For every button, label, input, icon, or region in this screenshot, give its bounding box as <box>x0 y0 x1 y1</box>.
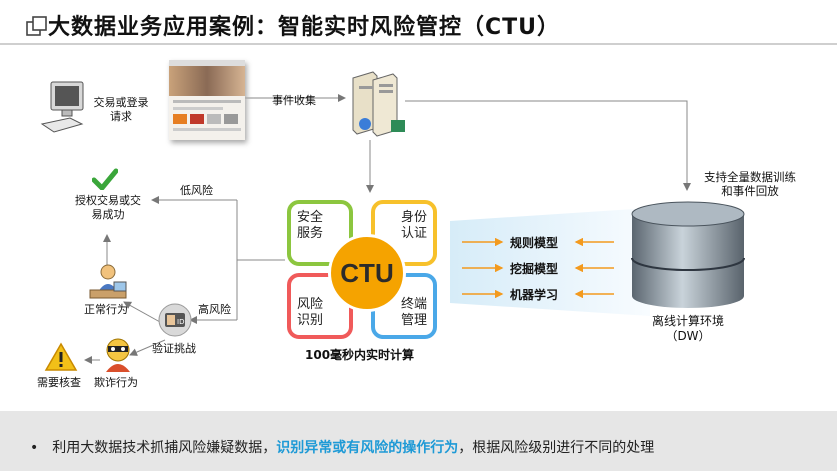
quad-security-label: 安全 服务 <box>297 210 324 241</box>
model-arrows <box>462 237 614 299</box>
login-request-label: 交易或登录 请求 <box>93 96 149 123</box>
footer-text: • 利用大数据技术抓捕风险嫌疑数据，识别异常或有风险的操作行为，根据风险级别进行不… <box>30 437 654 457</box>
ctu-caption: 100毫秒内实时计算 <box>305 348 415 362</box>
bullet-dot: • <box>30 440 39 456</box>
model-ml: 机器学习 <box>510 288 559 302</box>
footer-highlight: 识别异常或有风险的操作行为 <box>276 440 459 456</box>
quad-terminal-label: 终端 管理 <box>400 297 427 328</box>
authorize-label: 授权交易或交 易成功 <box>75 194 141 221</box>
verify-label: 验证挑战 <box>152 342 196 355</box>
normal-behavior-label: 正常行为 <box>84 303 128 316</box>
footer-bar <box>0 411 837 471</box>
id-card-icon: ID <box>158 302 192 338</box>
warning-icon <box>44 342 78 372</box>
svg-text:ID: ID <box>177 318 184 326</box>
quad-identity-label: 身份 认证 <box>400 210 427 241</box>
low-risk-label: 低风险 <box>180 184 213 197</box>
website-thumbnail <box>169 60 245 140</box>
light-beam <box>450 208 650 316</box>
footer-text-after: ，根据风险级别进行不同的处理 <box>458 440 655 456</box>
user-at-desk-icon <box>86 262 130 302</box>
footer-text-before: 利用大数据技术抓捕风险嫌疑数据， <box>52 440 277 456</box>
offline-label: 离线计算环境 （DW） <box>651 314 724 343</box>
event-collect-label: 事件收集 <box>272 94 316 107</box>
server-icon <box>343 70 409 140</box>
thief-icon <box>100 336 136 374</box>
title-squares-icon <box>26 16 48 38</box>
fraud-label: 欺诈行为 <box>94 376 138 389</box>
quad-risk-label: 风险 识别 <box>297 297 324 328</box>
ctu-center-label: CTU <box>340 257 394 288</box>
high-risk-label: 高风险 <box>198 303 231 316</box>
review-label: 需要核查 <box>37 376 81 389</box>
page-title: 大数据业务应用案例：智能实时风险管控（CTU） <box>48 15 561 40</box>
checkmark-icon <box>91 168 119 191</box>
title-divider <box>0 43 837 45</box>
ctu-center-circle: CTU <box>328 234 406 312</box>
computer-icon <box>40 80 86 134</box>
replay-label: 支持全量数据训练 和事件回放 <box>704 170 796 198</box>
model-mining: 挖掘模型 <box>510 262 559 276</box>
database-icon <box>628 200 748 312</box>
quad-security: 安全 服务 <box>287 200 353 266</box>
model-rules: 规则模型 <box>510 236 559 250</box>
